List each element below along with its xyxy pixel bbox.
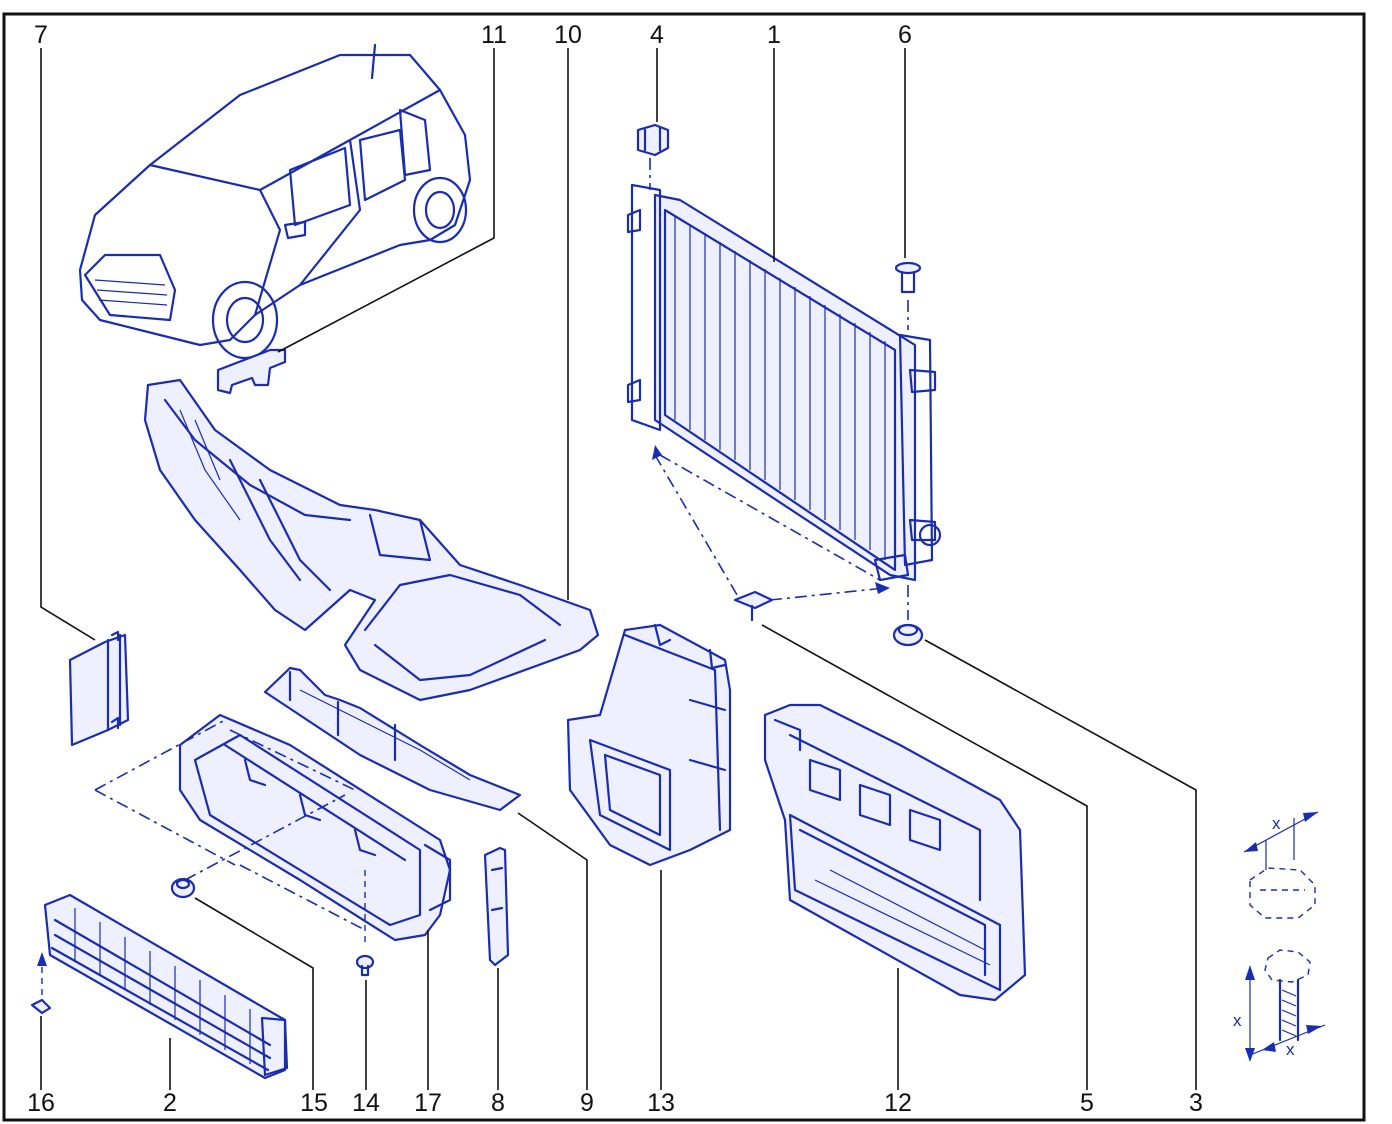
callout-3: 3	[1189, 1089, 1203, 1117]
leader-5	[761, 624, 1088, 1090]
callout-16: 16	[27, 1089, 55, 1117]
callout-6: 6	[898, 21, 912, 49]
callout-2: 2	[163, 1089, 177, 1117]
callout-5: 5	[1080, 1089, 1094, 1117]
part-14-screw	[355, 954, 375, 977]
bolt-diameter-label: x	[1286, 1040, 1295, 1059]
part-6-push-pin	[894, 261, 922, 294]
part-4-clip	[636, 123, 670, 157]
leader-11	[277, 48, 495, 353]
callout-10: 10	[554, 21, 582, 49]
radiator-assembly-lines	[649, 158, 909, 620]
callout-1: 1	[767, 21, 781, 49]
vehicle-reference-drawing	[78, 43, 472, 360]
leader-9	[517, 812, 588, 1090]
part-3-grommet	[892, 623, 924, 647]
callout-labels: 7 11 10 4 1 6 16 2 15 14 17 8 9 13 12 5 …	[27, 21, 1203, 1117]
leader-3	[924, 639, 1197, 1090]
leader-15	[194, 897, 314, 1090]
part-17-lower-duct	[178, 713, 452, 942]
part-10-air-deflector	[143, 378, 600, 702]
callout-15: 15	[300, 1089, 328, 1117]
part-5-clip	[733, 590, 774, 622]
part-8-side-panel	[483, 846, 510, 967]
callout-13: 13	[647, 1089, 675, 1117]
part-15-nut	[170, 877, 196, 899]
callout-14: 14	[352, 1089, 380, 1117]
part-9-seal-strip	[263, 666, 522, 812]
callout-12: 12	[884, 1089, 912, 1117]
callout-8: 8	[491, 1089, 505, 1117]
part-11-bracket	[216, 348, 287, 395]
part-12-fan-shroud	[763, 703, 1027, 1002]
duct-assembly-lines	[94, 719, 366, 945]
part-7-side-panel	[68, 630, 130, 747]
part-16-clip	[30, 952, 52, 1015]
nut-dimension-symbol	[1243, 811, 1319, 919]
callout-4: 4	[650, 21, 664, 49]
nut-dimension-label: x	[1272, 814, 1281, 833]
part-2-intercooler	[43, 893, 289, 1080]
leader-7	[40, 48, 96, 641]
part-13-fan-duct	[566, 623, 732, 867]
part-1-radiator	[626, 183, 942, 582]
bolt-dimension-symbol	[1245, 949, 1326, 1062]
leader-lines	[40, 48, 1197, 1090]
diagram-frame	[2, 12, 1366, 1122]
bolt-length-label: x	[1233, 1011, 1242, 1030]
callout-11: 11	[481, 21, 507, 49]
callout-7: 7	[34, 21, 48, 49]
callout-9: 9	[580, 1089, 594, 1117]
callout-17: 17	[414, 1089, 442, 1117]
